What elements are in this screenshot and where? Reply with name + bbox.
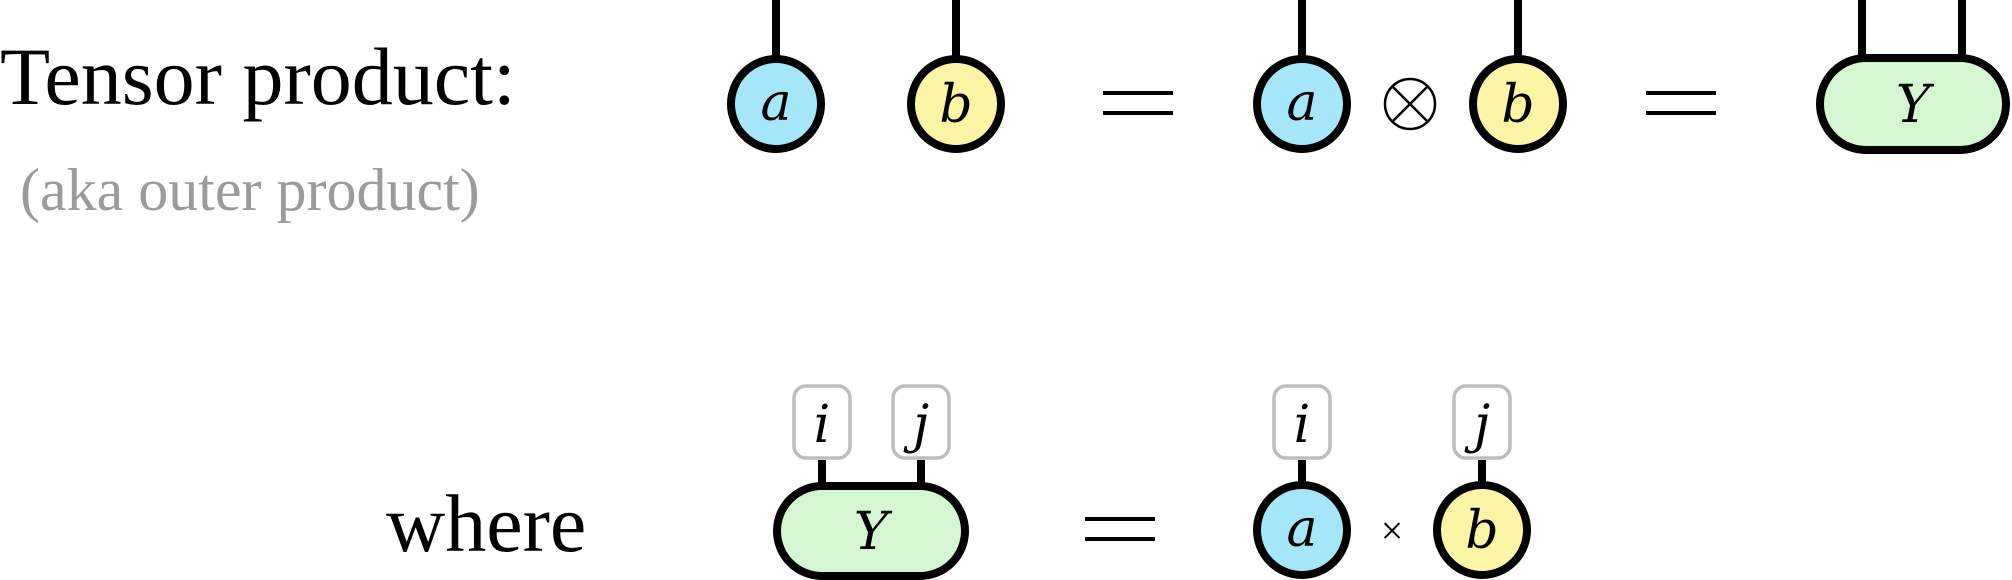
times-operator: ×	[1381, 508, 1404, 553]
node-Y-label: Y	[1896, 75, 1935, 135]
node-a-label: a	[760, 73, 791, 133]
node-b-indexed: j b	[1433, 384, 1531, 579]
node-a-label: a	[1286, 73, 1317, 133]
node-Y-indexed: i j Y	[773, 384, 969, 580]
tensor-product-icon	[1383, 77, 1437, 131]
equals-sign	[1646, 91, 1716, 115]
node-Y-right: Y	[1816, 0, 2010, 154]
where-label: where	[386, 478, 586, 569]
node-a-label: a	[1286, 499, 1317, 559]
node-b-middle: b	[1469, 0, 1567, 153]
node-a-indexed: i a	[1253, 384, 1351, 579]
index-box-j: j	[1452, 384, 1512, 460]
diagram-title: Tensor product:	[0, 31, 516, 122]
diagram-subtitle: (aka outer product)	[20, 157, 480, 223]
node-Y-label: Y	[854, 502, 893, 562]
equals-sign	[1103, 91, 1173, 115]
index-box-i: i	[1272, 384, 1332, 460]
equals-sign	[1085, 517, 1155, 541]
index-box-i: i	[792, 384, 852, 460]
node-b-label: b	[1465, 501, 1498, 561]
index-box-j: j	[891, 384, 951, 460]
node-b-left: b	[907, 0, 1005, 153]
node-a-left: a	[727, 0, 825, 153]
node-a-middle: a	[1253, 0, 1351, 153]
index-i-label: i	[814, 395, 831, 455]
node-b-label: b	[939, 75, 972, 135]
node-b-label: b	[1501, 75, 1534, 135]
index-i-label: i	[1294, 395, 1311, 455]
